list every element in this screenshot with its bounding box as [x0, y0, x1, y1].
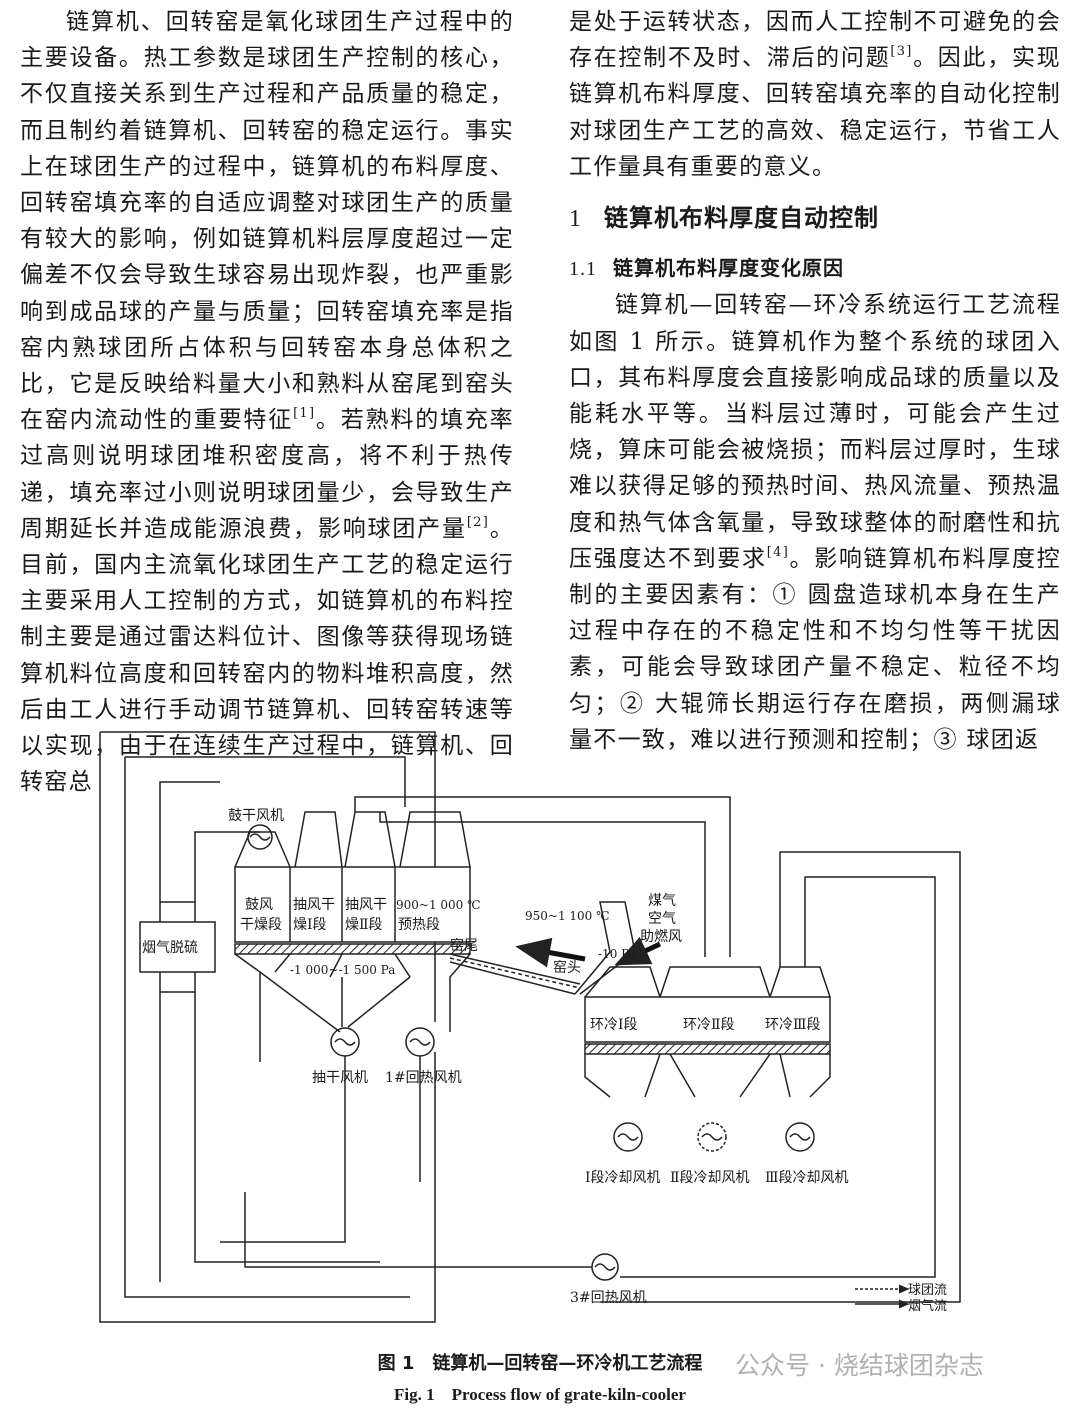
- paragraph-text: 链算机、回转窑是氧化球团生产过程中的主要设备。热工参数是球团生产控制的核心，不仅…: [20, 9, 514, 434]
- desulfurization-unit: [139, 921, 216, 973]
- paragraph-text: 是处于运转状态，因而人工控制不可避免的会存在控制不及时、滞后的问题: [569, 9, 1061, 72]
- zone-label: 燥Ⅱ段: [345, 917, 383, 933]
- cooling-fan-label: Ⅱ段冷却风机: [670, 1170, 750, 1186]
- zone-label: 抽风干: [345, 897, 387, 913]
- subsection-number: 1.1: [569, 258, 597, 281]
- right-body-paragraph: 链算机—回转窑—环冷系统运行工艺流程如图 1 所示。链算机作为整个系统的球团入口…: [569, 287, 1061, 758]
- figure-caption-en: Fig. 1 Process flow of grate-kiln-cooler: [394, 1385, 686, 1404]
- paragraph-text: 链算机—回转窑—环冷系统运行工艺流程如图 1 所示。链算机作为整个系统的球团入口…: [569, 292, 1061, 572]
- rotary-kiln: [449, 953, 581, 995]
- citation-ref: [1]: [293, 406, 316, 422]
- ring-cooler: [584, 996, 831, 1043]
- paragraph-text: 。若熟料的填充率过高则说明球团堆积密度高，将不利于热传递，填充率过小则说明球团量…: [20, 407, 514, 542]
- kiln-temp-label: 950~1 100 ℃: [525, 909, 610, 923]
- zone-label: 干燥段: [240, 917, 282, 933]
- paragraph-text: 。影响链算机布料厚度控制的主要因素有：① 圆盘造球机本身在生产过程中存在的不稳定…: [569, 545, 1061, 753]
- kiln-tail-label: 窑尾: [450, 937, 478, 954]
- zone-label: 900~1 000 ℃: [396, 898, 481, 912]
- zone-label: 抽风干: [293, 897, 335, 913]
- zone-label: 燥Ⅰ段: [293, 917, 327, 933]
- citation-ref: [3]: [890, 44, 913, 60]
- cooling-fan-1-icon: [613, 1122, 643, 1152]
- recirc-duct-top: [354, 796, 731, 957]
- kiln-head-label: 窑头: [553, 959, 581, 976]
- gas-duct-inner-b: [124, 757, 410, 1298]
- cooling-fan-label: Ⅰ段冷却风机: [585, 1170, 661, 1186]
- cooler-zone-label: 环冷Ⅲ段: [765, 1017, 821, 1033]
- zone-label: 鼓风: [245, 897, 273, 913]
- subsection-title: 链算机布料厚度变化原因: [613, 256, 844, 281]
- zone-label: 预热段: [398, 917, 440, 933]
- combustion-label: 煤气: [648, 893, 676, 909]
- gas-duct-inner: [125, 756, 406, 807]
- right-intro-paragraph: 是处于运转状态，因而人工控制不可避免的会存在控制不及时、滞后的问题[3]。因此，…: [569, 4, 1061, 185]
- section-heading: 1 链算机布料厚度自动控制: [569, 200, 1061, 237]
- cooling-fan-label: Ⅲ段冷却风机: [765, 1170, 849, 1186]
- desulfurization-label: 烟气脱硫: [142, 940, 198, 956]
- legend-gas-label: 烟气流: [908, 1298, 947, 1314]
- recirc-duct-right: [600, 851, 961, 1303]
- drum-fan-label: 鼓干风机: [228, 808, 284, 824]
- draft-fan-label: 抽干风机: [312, 1070, 368, 1086]
- cooler-zone-label: 环冷Ⅱ段: [683, 1017, 735, 1033]
- citation-ref: [2]: [466, 514, 490, 530]
- section-title: 链算机布料厚度自动控制: [604, 204, 879, 233]
- legend-pellet-label: 球团流: [908, 1283, 947, 1298]
- process-flow-diagram: 烟气脱硫 鼓干风机 鼓风 干燥段 抽风干 燥Ⅰ段 抽风干 燥Ⅱ段 900~1 0…: [99, 731, 961, 1323]
- paragraph-text: 。因此，实现链算机布料厚度、回转窑填充率的自动化控制对球团生产工艺的高效、稳定运…: [569, 45, 1061, 180]
- reheat-fan-3-label: 3#回热风机: [570, 1290, 647, 1306]
- paragraph-text: 。目前，国内主流氧化球团生产工艺的稳定运行主要采用人工控制的方式，如链算机的布料…: [20, 515, 514, 796]
- subsection-heading: 1.1 链算机布料厚度变化原因: [569, 250, 1061, 287]
- gas-duct-outer-b: [99, 732, 436, 1323]
- combustion-label: 助燃风: [640, 928, 682, 945]
- figure-caption-cn: 图 1 链算机—回转窑—环冷机工艺流程: [377, 1353, 703, 1374]
- grate-pressure-label: -1 000~-1 500 Pa: [290, 963, 395, 977]
- reheat-fan-1-label: 1#回热风机: [385, 1070, 462, 1086]
- cooling-fan-2-icon: [697, 1122, 727, 1152]
- watermark: 公众号 · 烧结球团杂志: [735, 1351, 984, 1380]
- left-text-column: 链算机、回转窑是氧化球团生产过程中的主要设备。热工参数是球团生产控制的核心，不仅…: [20, 4, 514, 800]
- cooler-zone-label: 环冷Ⅰ段: [590, 1017, 638, 1033]
- kiln-pressure-label: -10 Pa: [598, 947, 636, 961]
- grate-bed: [234, 943, 471, 955]
- section-number: 1: [569, 206, 582, 233]
- cooling-fan-3-icon: [785, 1122, 815, 1152]
- citation-ref: [4]: [766, 544, 790, 560]
- right-text-column: 是处于运转状态，因而人工控制不可避免的会存在控制不及时、滞后的问题[3]。因此，…: [569, 4, 1061, 758]
- grate-machine: [234, 866, 471, 943]
- combustion-label: 空气: [648, 911, 676, 927]
- left-paragraph: 链算机、回转窑是氧化球团生产过程中的主要设备。热工参数是球团生产控制的核心，不仅…: [20, 4, 514, 800]
